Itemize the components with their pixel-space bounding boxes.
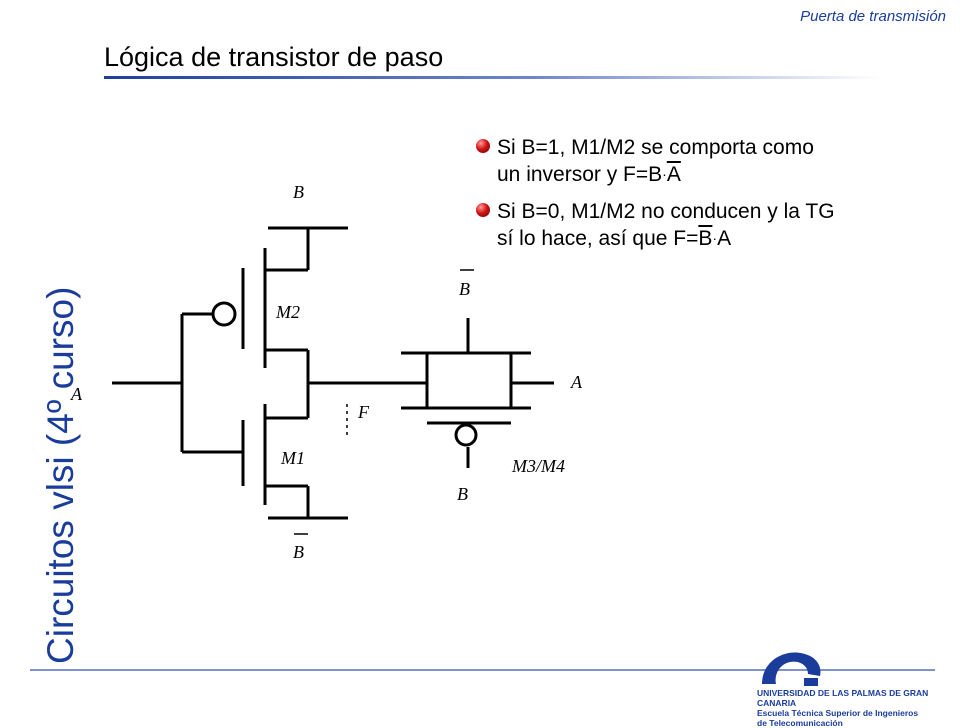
- bullet-dot-operator: ·: [662, 166, 667, 182]
- tg-gate-bubble-icon: [454, 423, 478, 447]
- footer-divider: [30, 669, 935, 671]
- label-m1: M1: [280, 448, 305, 468]
- bullet-line-1: Si B=0, M1/M2 no conducen y la TG: [497, 200, 835, 223]
- bullet-dot-operator: ·: [712, 230, 718, 246]
- bullet-line-1: Si B=1, M1/M2 se comporta como: [497, 136, 814, 159]
- label-output-f: F: [357, 402, 370, 422]
- bullet-item: Si B=0, M1/M2 no conducen y la TG sí lo …: [476, 198, 916, 252]
- label-b-bar-bottom: B: [293, 542, 304, 562]
- bullet-line-2-pre: un inversor y F=B: [497, 163, 663, 186]
- bullet-ball-icon: [476, 139, 490, 153]
- logo-line-2: Escuela Técnica Superior de Ingenieros: [757, 708, 919, 718]
- bullet-overline-term: A: [666, 163, 681, 186]
- bullet-overline-term: B: [698, 227, 713, 250]
- slide-title: Lógica de transistor de paso: [104, 42, 444, 72]
- label-b-tg-bottom: B: [457, 484, 468, 504]
- bullet-line-2-pre: sí lo hace, así que F=: [497, 227, 699, 250]
- m2-gate-bubble-icon: [211, 301, 237, 327]
- bullet-line-2-post: A: [717, 227, 732, 250]
- label-b-bar-tg-top: B: [459, 279, 470, 299]
- university-logo-icon: [762, 652, 821, 686]
- label-b-top: B: [293, 182, 304, 202]
- label-input-a-left: A: [70, 384, 83, 404]
- label-m3-m4: M3/M4: [511, 456, 565, 476]
- bullet-ball-icon: [476, 203, 490, 217]
- section-header: Puerta de transmisión: [800, 8, 946, 25]
- title-underline: [104, 76, 882, 79]
- university-logo-text: UNIVERSIDAD DE LAS PALMAS DE GRAN CANARI…: [757, 688, 960, 728]
- bullet-list: Si B=1, M1/M2 se comporta como un invers…: [476, 134, 916, 262]
- label-m2: M2: [275, 302, 300, 322]
- label-input-a-right: A: [570, 372, 583, 392]
- bullet-item: Si B=1, M1/M2 se comporta como un invers…: [476, 134, 916, 188]
- logo-line-1: UNIVERSIDAD DE LAS PALMAS DE GRAN CANARI…: [757, 688, 929, 708]
- circuit-wires: [112, 226, 554, 520]
